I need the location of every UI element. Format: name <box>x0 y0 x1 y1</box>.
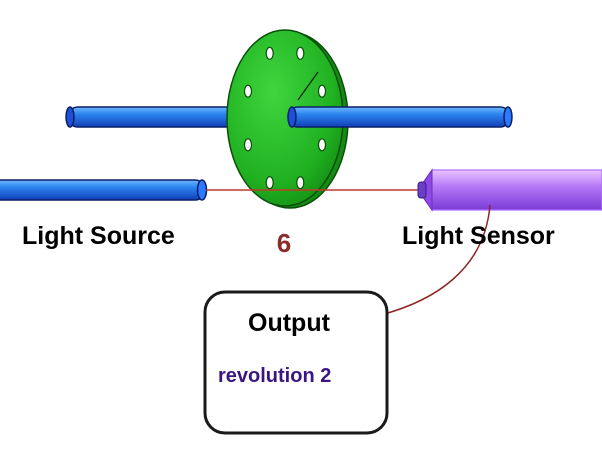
disk-hole <box>265 176 274 190</box>
front-shaft <box>287 106 513 128</box>
output-value: revolution 2 <box>218 365 331 387</box>
light-source-label: Light Source <box>22 222 175 250</box>
rear-shaft <box>65 106 249 128</box>
disk-holes <box>243 46 327 190</box>
disk-hole <box>243 138 253 152</box>
disk-hole <box>317 84 327 98</box>
light-source-rod <box>0 179 208 201</box>
light-sensor <box>417 168 602 212</box>
output-box: Output revolution 2 <box>203 290 389 435</box>
light-sensor-label: Light Sensor <box>402 222 555 250</box>
disk-pointer <box>297 71 319 101</box>
disk-hole <box>265 46 274 60</box>
revolution-count: 6 <box>277 228 291 258</box>
disk-hole <box>317 138 327 152</box>
disk-hole <box>296 176 305 190</box>
disk-hole <box>296 46 305 60</box>
output-title: Output <box>248 309 331 337</box>
disk-hole <box>243 84 253 98</box>
